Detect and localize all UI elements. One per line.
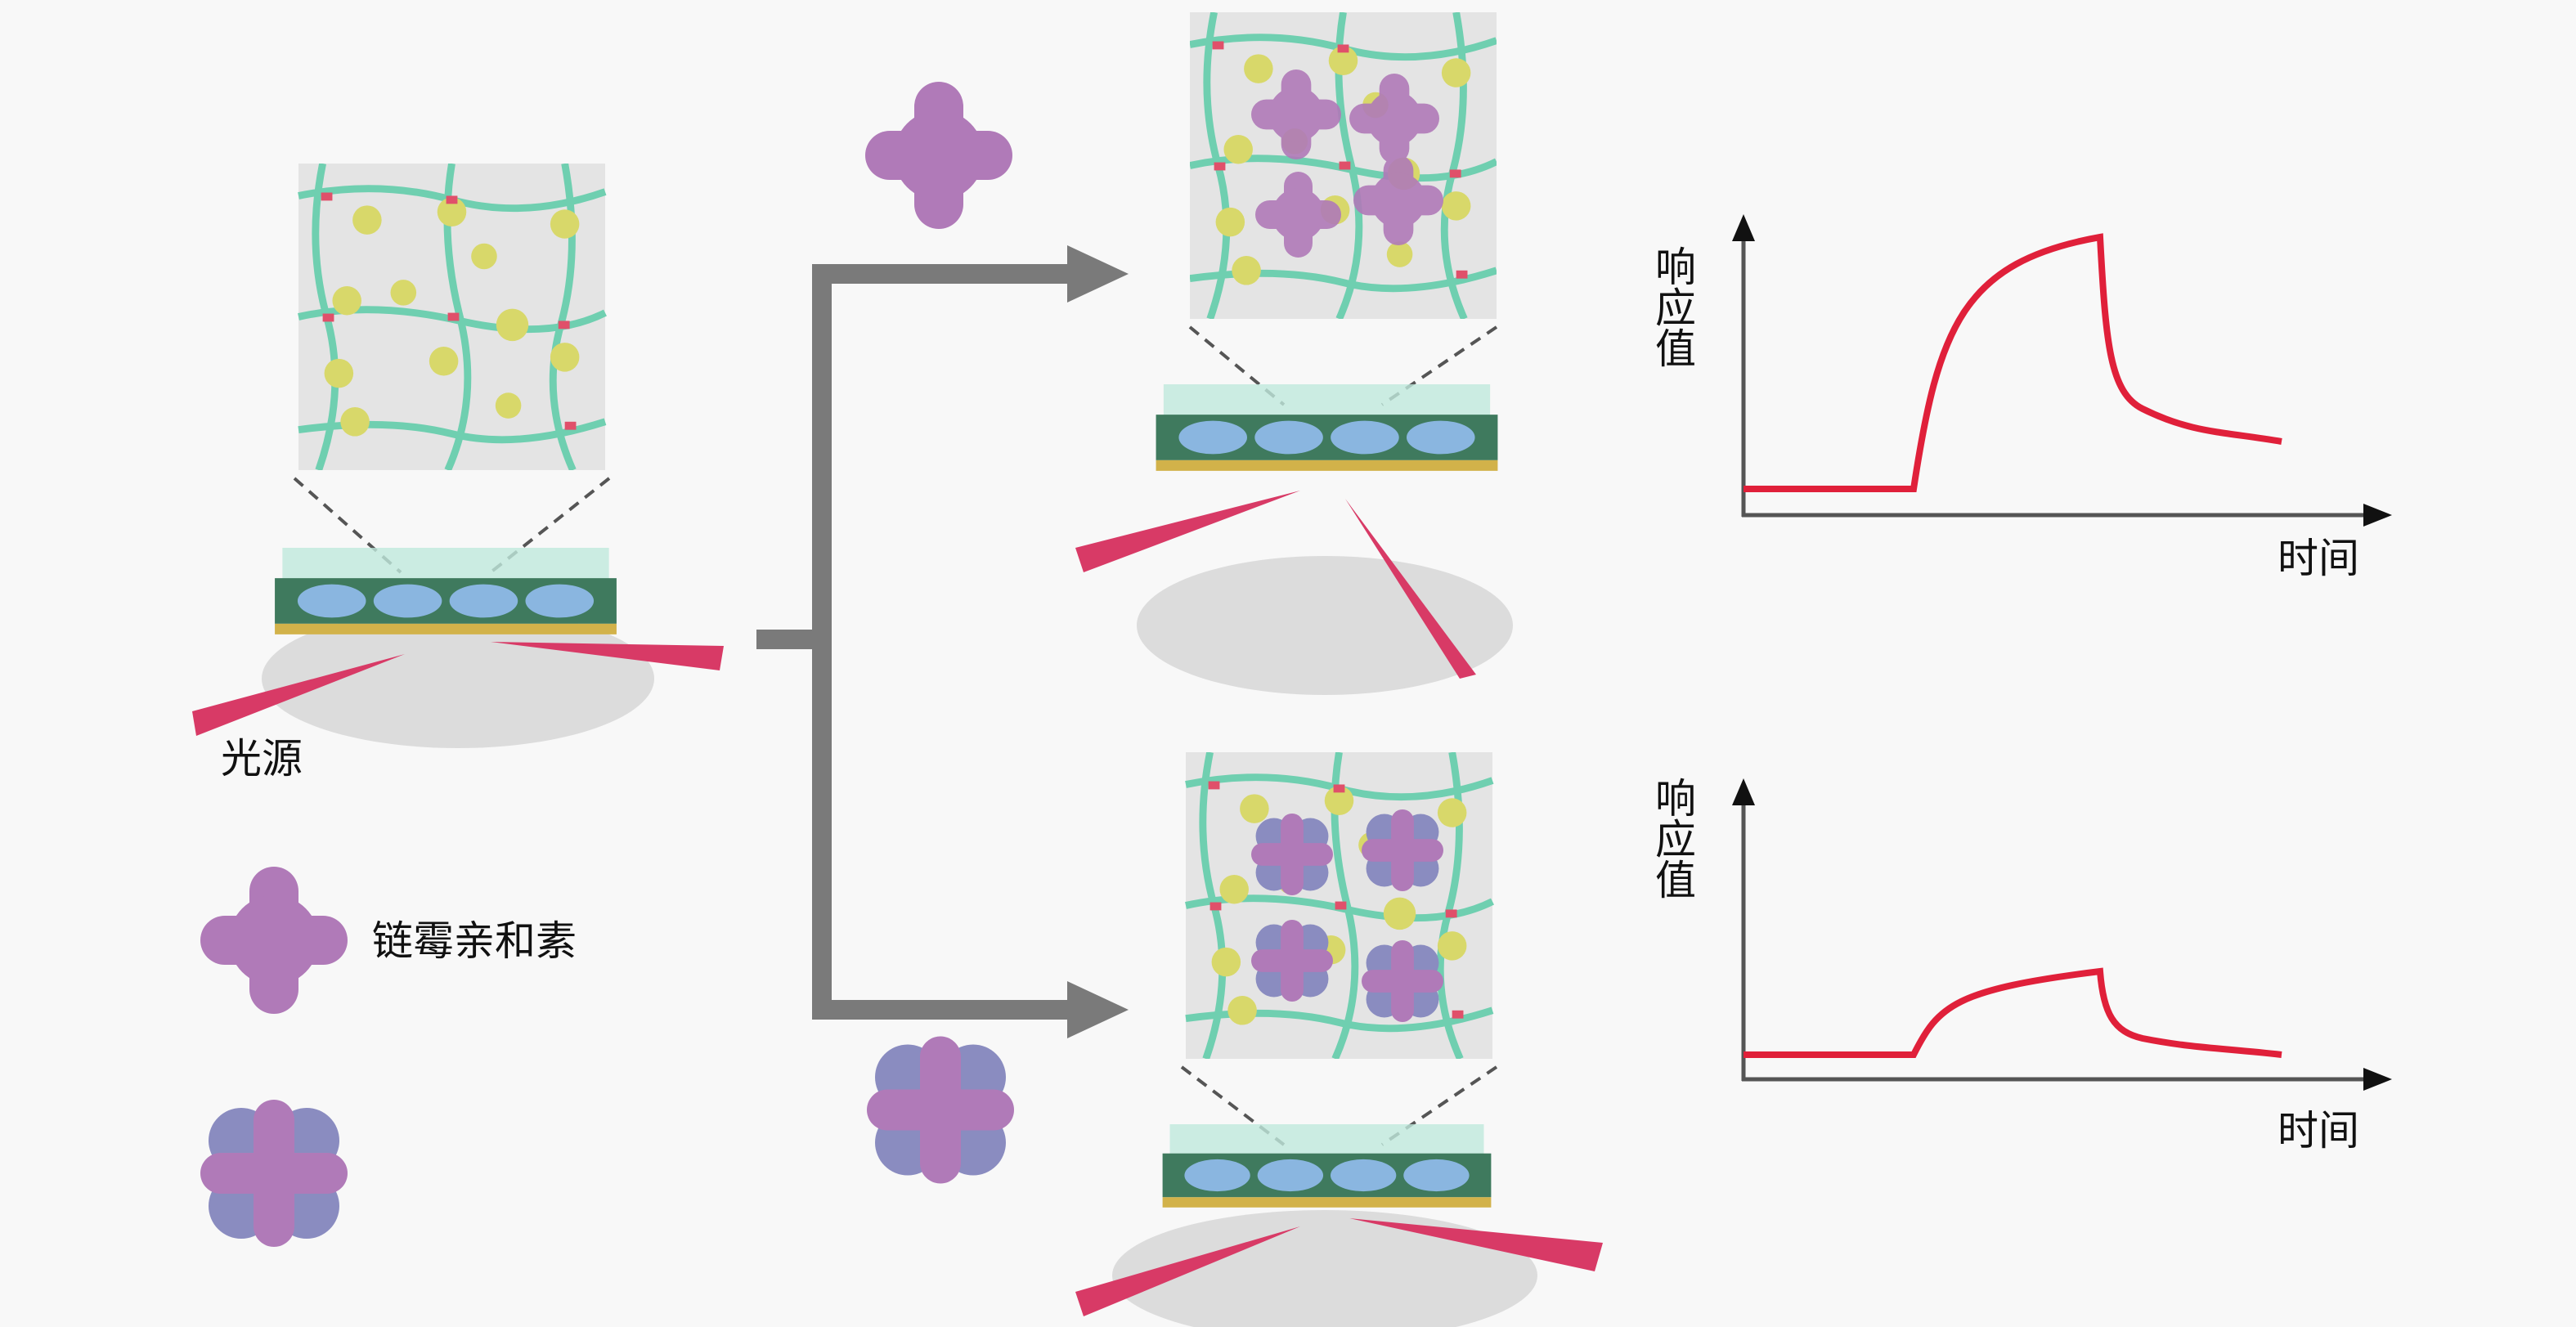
binding-sensor (1075, 12, 1513, 695)
reflected-laser-beam (491, 642, 724, 670)
incident-laser-beam (1075, 1226, 1300, 1316)
arrow-head-bottom (1067, 981, 1129, 1038)
x-axis-arrow (2363, 1068, 2392, 1091)
y-axis-label: 响应值 (1649, 245, 1696, 368)
x-axis-arrow (2363, 504, 2392, 527)
hydrogel-network-blocked (1186, 752, 1492, 1059)
y-axis-arrow (1732, 778, 1755, 805)
streptavidin-icon-top (865, 82, 1012, 229)
hydrogel-network-bound (1190, 12, 1497, 319)
y-axis-label: 响应值 (1649, 777, 1696, 899)
response-curve (1744, 967, 2282, 1058)
blocked-streptavidin-icon-bottom (867, 1036, 1014, 1184)
response-chart-weak: 响应值 时间 (1649, 777, 2392, 1154)
y-axis-arrow (1732, 214, 1755, 241)
blocked-streptavidin-icon (200, 1100, 348, 1247)
sensor-chip (1162, 1124, 1492, 1208)
incident-laser-beam (1075, 491, 1300, 572)
arrow-head-top (1067, 245, 1129, 303)
initial-sensor: 光源 (192, 164, 724, 782)
shadow (1137, 556, 1513, 695)
hydrogel-network-zoom (298, 164, 605, 470)
light-source-label: 光源 (221, 735, 303, 782)
streptavidin-icon (200, 867, 348, 1014)
sensor-chip (1156, 384, 1498, 471)
x-axis-label: 时间 (2278, 1107, 2359, 1154)
sensor-chip (275, 548, 617, 634)
incident-laser-beam (192, 654, 405, 736)
reflected-laser-beam (1349, 1218, 1603, 1271)
streptavidin-label: 链霉亲和素 (372, 917, 577, 965)
response-curve (1744, 233, 2282, 492)
branch-arrow (756, 264, 1079, 1020)
shadow (1112, 1210, 1537, 1327)
blocked-sensor (1075, 752, 1603, 1327)
x-axis-label: 时间 (2278, 535, 2359, 582)
reflected-laser-beam (1345, 499, 1476, 679)
response-chart-strong: 响应值 时间 (1649, 214, 2392, 582)
